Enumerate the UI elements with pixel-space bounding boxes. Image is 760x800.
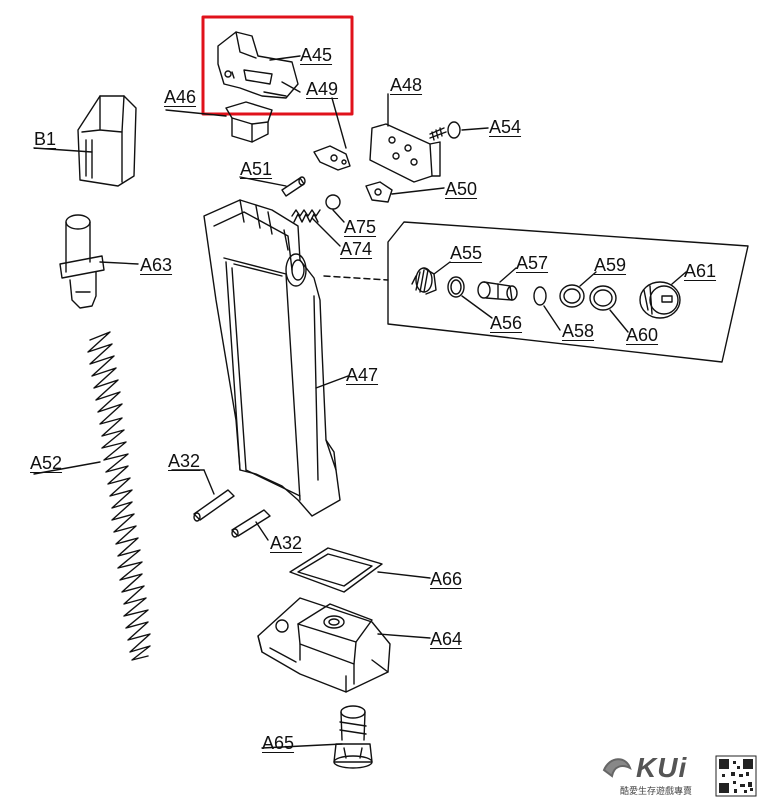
label-a63: A63 <box>140 255 173 275</box>
part-a54 <box>429 121 461 141</box>
label-a49: A49 <box>306 79 339 99</box>
label-b1: B1 <box>34 129 57 149</box>
part-a51 <box>281 176 306 197</box>
part-a63 <box>59 214 105 309</box>
label-a58: A58 <box>562 321 595 341</box>
qr-code-icon <box>715 755 757 797</box>
part-a45 <box>217 31 299 99</box>
part-a47 <box>203 199 341 517</box>
brand-wordmark: KUi <box>636 752 688 783</box>
label-a74: A74 <box>340 239 373 259</box>
brand-logo <box>602 758 632 778</box>
part-a58 <box>533 286 547 306</box>
label-a56: A56 <box>490 313 523 333</box>
part-a60 <box>589 285 617 311</box>
part-a59 <box>559 284 585 308</box>
label-a46: A46 <box>164 87 197 107</box>
part-a55 <box>411 267 437 295</box>
part-a57 <box>477 281 518 301</box>
part-a32-lower <box>231 509 271 538</box>
label-a64: A64 <box>430 629 463 649</box>
label-a48: A48 <box>390 75 423 95</box>
part-a75 <box>325 194 341 210</box>
label-a57: A57 <box>516 253 549 273</box>
label-a75: A75 <box>344 217 377 237</box>
part-a46 <box>225 101 273 143</box>
label-a51: A51 <box>240 159 273 179</box>
brand-slogan: 酷愛生存遊戲專賣 <box>620 787 693 797</box>
part-a49 <box>313 145 351 171</box>
part-a32-upper <box>193 489 235 522</box>
part-a52 <box>87 331 151 661</box>
label-a60: A60 <box>626 325 659 345</box>
label-a52: A52 <box>30 453 63 473</box>
part-a66 <box>289 547 383 593</box>
label-a55: A55 <box>450 243 483 263</box>
label-a32-lower: A32 <box>270 533 303 553</box>
label-a61: A61 <box>684 261 717 281</box>
label-a54: A54 <box>489 117 522 137</box>
label-a45: A45 <box>300 45 333 65</box>
part-b1 <box>77 95 137 187</box>
label-a47: A47 <box>346 365 379 385</box>
label-a32-upper: A32 <box>168 451 201 471</box>
part-a50 <box>365 181 393 203</box>
part-a65 <box>333 705 373 769</box>
label-a50: A50 <box>445 179 478 199</box>
part-a48 <box>369 123 441 183</box>
label-a66: A66 <box>430 569 463 589</box>
part-a56 <box>447 276 465 298</box>
part-a64 <box>257 597 391 693</box>
part-a61 <box>639 281 681 319</box>
valve-detail-box <box>387 221 749 363</box>
label-a65: A65 <box>262 733 295 753</box>
part-a74 <box>291 209 321 223</box>
label-a59: A59 <box>594 255 627 275</box>
highlight-box-a45 <box>201 15 354 116</box>
